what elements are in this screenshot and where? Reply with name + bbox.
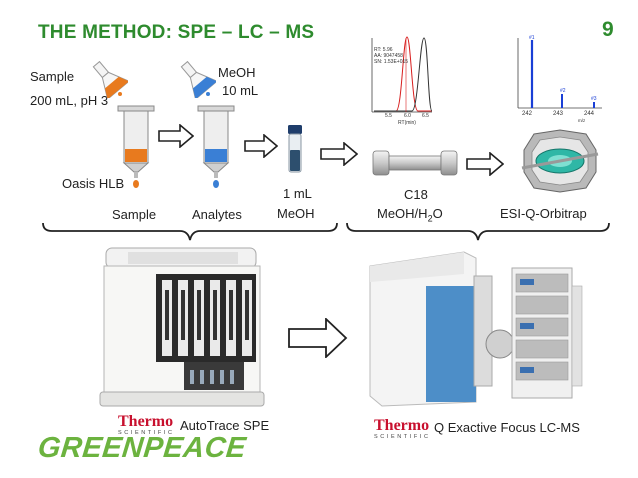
chromatogram-area: AA: 9047458 bbox=[374, 53, 403, 59]
spectrum-xlabel: m/z bbox=[578, 118, 586, 123]
mobile-phase-sub: 2 bbox=[427, 213, 433, 224]
thermo-scientific: SCIENTIFIC bbox=[374, 434, 431, 440]
vial-solvent-label: MeOH bbox=[277, 206, 315, 221]
spectrum-tick: 242 bbox=[522, 111, 533, 117]
thermo-scientific: SCIENTIFIC bbox=[118, 430, 175, 436]
arrow-right-icon bbox=[244, 134, 278, 158]
chromatogram-chart bbox=[371, 36, 433, 113]
slide-title: THE METHOD: SPE – LC – MS bbox=[38, 22, 315, 43]
spe-cartridge-analytes-icon bbox=[197, 105, 235, 188]
spe-group-brace bbox=[42, 222, 338, 241]
vial-icon bbox=[288, 125, 302, 173]
arrow-right-icon bbox=[288, 318, 348, 358]
mobile-phase-a: MeOH/H bbox=[377, 206, 428, 221]
greenpeace-logo: GREENPEACE bbox=[36, 432, 248, 464]
cartridge-label: Oasis HLB bbox=[62, 176, 125, 191]
mass-spectrum-chart bbox=[517, 38, 602, 109]
spectrum-tick: 243 bbox=[553, 111, 564, 117]
thermo-logo-left: Thermo SCIENTIFIC bbox=[118, 414, 175, 437]
mobile-phase-b: O bbox=[432, 206, 443, 221]
q-exactive-label: Q Exactive Focus LC-MS bbox=[434, 420, 580, 435]
column-label: C18 bbox=[404, 187, 428, 202]
spe-cartridge-sample-icon bbox=[117, 105, 155, 188]
sample-label: Sample bbox=[30, 69, 75, 84]
sample-flask-icon bbox=[92, 60, 128, 98]
thermo-brand: Thermo bbox=[374, 417, 430, 434]
chromatogram-xlabel: RT(min) bbox=[398, 120, 416, 126]
mobile-phase-label: MeOH/H2O bbox=[377, 205, 443, 228]
arrow-right-icon bbox=[158, 124, 194, 148]
analytes-label: Analytes bbox=[192, 207, 242, 222]
autotrace-spe-instrument-image bbox=[99, 247, 265, 407]
chromatogram-rt: RT: 5.96 bbox=[374, 47, 393, 53]
spectrum-tick: 244 bbox=[584, 111, 595, 117]
vial-volume-label: 1 mL bbox=[283, 186, 312, 201]
lc-column-icon bbox=[372, 150, 458, 176]
spectrum-peak-label: #3 bbox=[591, 96, 597, 102]
meoh-label: MeOH bbox=[218, 65, 256, 80]
arrow-right-icon bbox=[320, 142, 358, 166]
spectrum-peak-label: #1 bbox=[529, 35, 535, 41]
arrow-right-icon bbox=[466, 152, 504, 176]
spectrum-peak-label: #2 bbox=[560, 88, 566, 94]
q-exactive-instrument-image bbox=[369, 251, 583, 407]
thermo-brand: Thermo bbox=[118, 413, 174, 430]
sample-volume-label: 200 mL, pH 3 bbox=[30, 93, 109, 108]
thermo-logo-right: Thermo SCIENTIFIC bbox=[374, 418, 431, 441]
page-number: 9 bbox=[602, 18, 614, 41]
ms-label: ESI-Q-Orbitrap bbox=[500, 206, 587, 221]
chromatogram-sn: SN: 1.53E+015 bbox=[374, 59, 409, 65]
sample-out-label: Sample bbox=[112, 207, 157, 222]
orbitrap-icon bbox=[521, 129, 599, 193]
meoh-flask-icon bbox=[180, 60, 216, 98]
chromatogram-tick: 5.5 bbox=[385, 113, 392, 119]
chromatogram-tick: 6.5 bbox=[422, 113, 429, 119]
chromatogram-tick: 6.0 bbox=[404, 113, 411, 119]
lcms-group-brace bbox=[346, 222, 610, 241]
meoh-volume-label: 10 mL bbox=[222, 83, 259, 98]
autotrace-spe-label: AutoTrace SPE bbox=[180, 418, 270, 433]
